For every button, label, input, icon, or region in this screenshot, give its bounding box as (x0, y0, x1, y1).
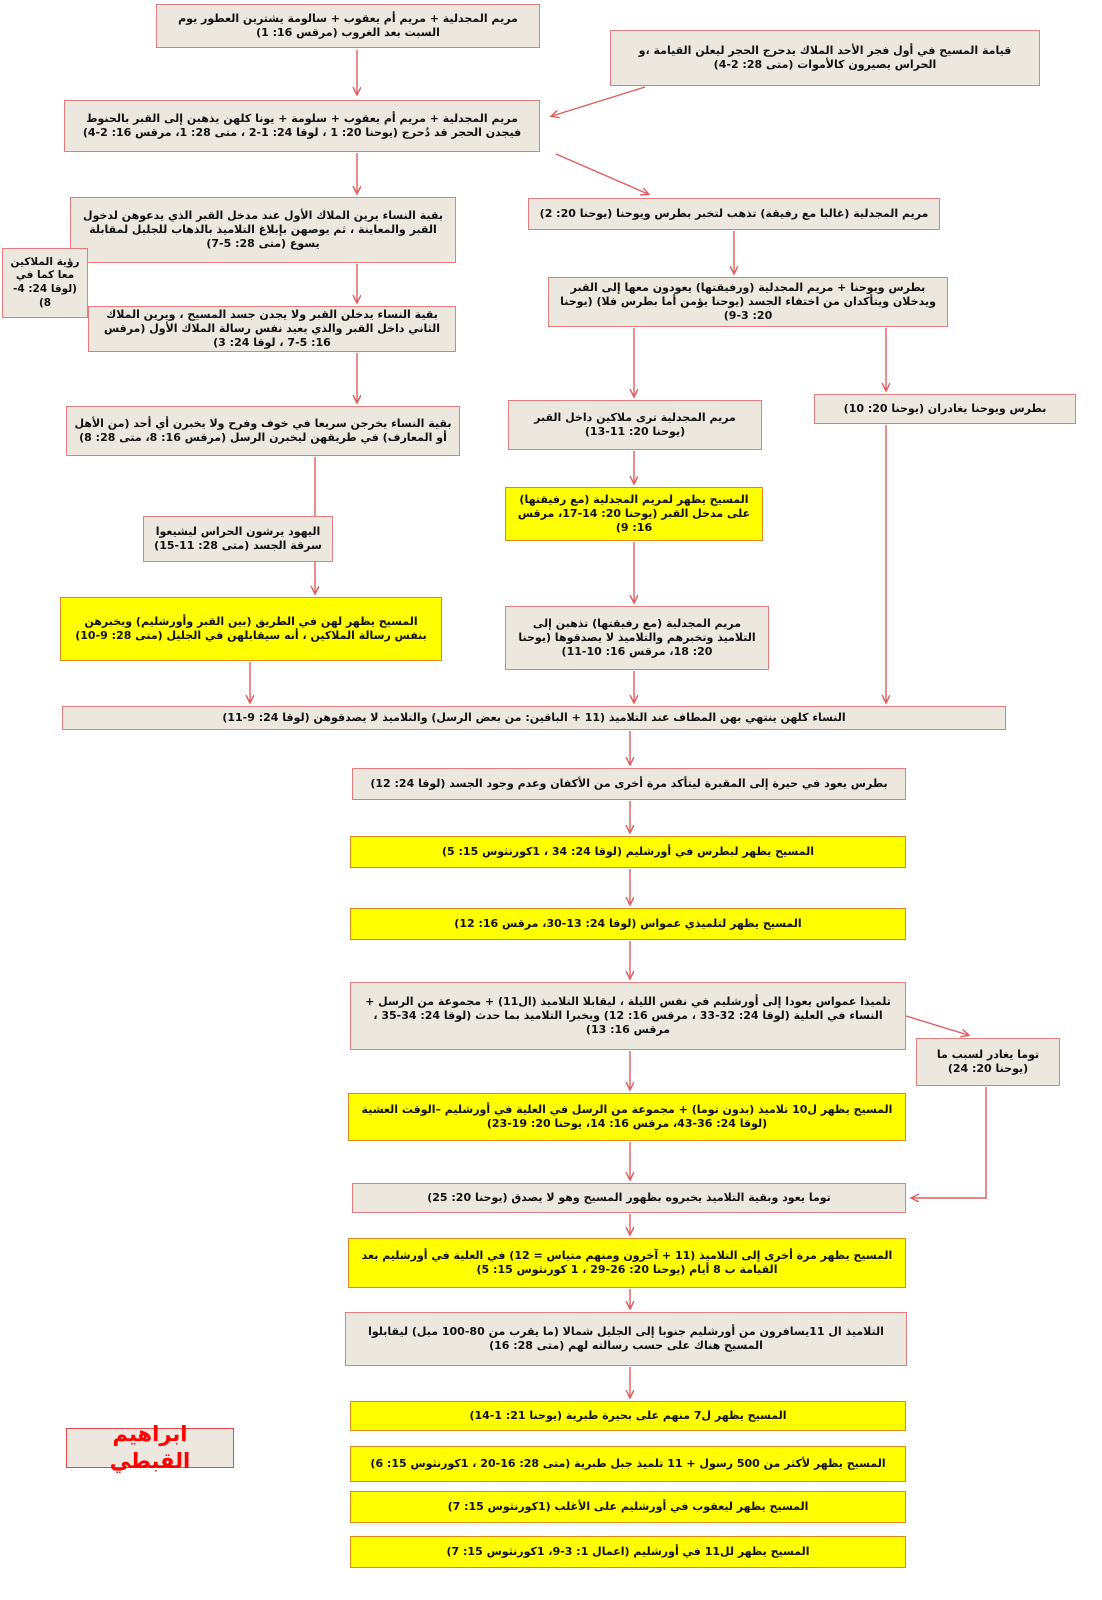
node-magdalene-tells-disciples: مريم المجدلية (مع رفيقتها) تذهبن إلى الت… (505, 606, 769, 670)
node-women-leave-quickly: بقية النساء يخرجن سريعا في خوف وفرح ولا … (66, 406, 460, 456)
node-first-angel-at-entrance: بقية النساء يرين الملاك الأول عند مدخل ا… (70, 197, 456, 263)
node-christ-appears-women-road: المسيح يظهر لهن في الطريق (بين القبر وأو… (60, 597, 442, 661)
node-disciples-travel-galilee: التلاميذ ال 11يسافرون من أورشليم جنوبا إ… (345, 1312, 907, 1366)
node-magdalene-sees-two-angels: مريم المجدلية ترى ملاكين داخل القبر (يوح… (508, 400, 762, 450)
node-christ-appears-seven-lake: المسيح يظهر ل7 منهم على بحيرة طبرية (يوح… (350, 1401, 906, 1431)
node-peter-returns-tomb: بطرس يعود في حيرة إلى المقبرة ليتأكد مرة… (352, 768, 906, 800)
node-christ-appears-ten: المسيح يظهر ل10 تلاميذ (بدون توما) + مجم… (348, 1093, 906, 1141)
node-emmaus-return-jerusalem: تلميذا عمواس يعودا إلى أورشليم في نفس ال… (350, 982, 906, 1050)
node-jews-bribe-guards: اليهود يرشون الحراس ليشيعوا سرقة الجسد (… (143, 516, 333, 562)
node-christ-appears-500: المسيح يظهر لأكثر من 500 رسول + 11 تلميذ… (350, 1446, 906, 1482)
node-women-go-to-tomb: مريم المجدلية + مريم أم يعقوب + سلومة + … (64, 100, 540, 152)
node-christ-appears-peter: المسيح يظهر لبطرس في أورشليم (لوقا 24: 3… (350, 836, 906, 868)
node-thomas-returns-doubts: توما يعود وبقية التلاميذ يخبروه بظهور ال… (352, 1183, 906, 1213)
node-peter-john-leave: بطرس ويوحنا يغادران (يوحنا 20: 10) (814, 394, 1076, 424)
node-second-angel-inside: بقية النساء يدخلن القبر ولا يجدن جسد الم… (88, 306, 456, 352)
node-two-angels-note: رؤية الملاكين معا كما في (لوقا 24: 4-8) (2, 248, 88, 318)
node-women-reach-disciples: النساء كلهن ينتهي بهن المطاف عند التلامي… (62, 706, 1006, 730)
author-signature: ابراهيم القبطي (66, 1422, 234, 1473)
node-christ-appears-magdalene: المسيح يظهر لمريم المجدلية (مع رفيقتها) … (505, 487, 763, 541)
node-thomas-leaves: توما يغادر لسبب ما (يوحنا 20: 24) (916, 1038, 1060, 1086)
node-magdalene-tells-peter-john: مريم المجدلية (غالبا مع رفيقة) تذهب لتخب… (528, 198, 940, 230)
node-buy-spices: مريم المجدلية + مريم أم يعقوب + سالومة ي… (156, 4, 540, 48)
node-resurrection-dawn: قيامة المسيح في أول فجر الأحد الملاك يدح… (610, 30, 1040, 86)
node-christ-appears-twelve: المسيح يظهر مرة أخرى إلى التلاميذ (11 + … (348, 1238, 906, 1288)
node-christ-appears-james: المسيح يظهر ليعقوب في أورشليم على الأغلب… (350, 1491, 906, 1523)
node-christ-appears-emmaus: المسيح يظهر لتلميذي عمواس (لوقا 24: 13-3… (350, 908, 906, 940)
node-christ-appears-eleven-jerusalem: المسيح يظهر لل11 في أورشليم (اعمال 1: 3-… (350, 1536, 906, 1568)
node-peter-john-check-tomb: بطرس ويوحنا + مريم المجدلية (ورفيقتها) ي… (548, 277, 948, 327)
